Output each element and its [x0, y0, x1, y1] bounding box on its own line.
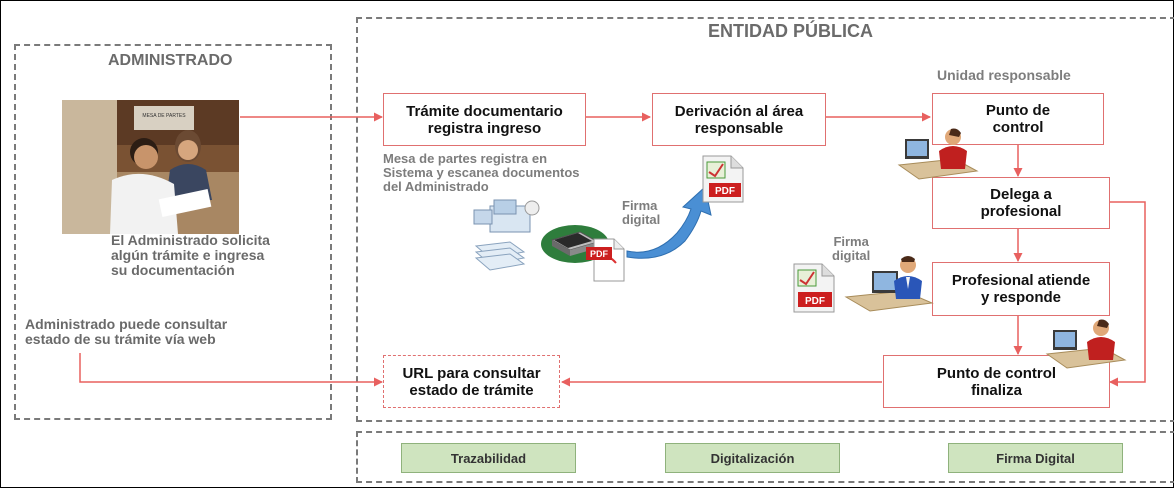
administrado-caption: El Administrado solicita algún trámite e…	[111, 233, 270, 278]
digitalizacion-pillar: Digitalización	[665, 443, 840, 473]
mesa-line-1: Mesa de partes registra en	[383, 151, 548, 166]
control-officer-icon	[895, 127, 979, 183]
arrow-admin-to-url	[79, 353, 383, 387]
pdf-signed-icon-1: PDF	[697, 154, 751, 204]
firma1-line-2: digital	[622, 212, 661, 227]
finaliza-line-2: finaliza	[971, 381, 1022, 399]
derivacion-line-2: responsable	[694, 119, 784, 137]
firma2-line-1: Firma	[833, 234, 869, 249]
entidad-section	[356, 17, 1174, 422]
firma-digital-label-2: Firma digital	[832, 235, 870, 263]
firma-digital-label-1: Firma digital	[622, 199, 660, 227]
administrado-section	[14, 44, 332, 420]
caption-line-2: algún trámite e ingresa	[111, 247, 265, 263]
url-line-2: estado de trámite	[409, 381, 534, 399]
pdf-document-icon: PDF	[584, 237, 630, 283]
derivacion-line-1: Derivación al área	[674, 102, 804, 120]
profesional-line-2: y responde	[980, 289, 1062, 306]
caption-line-3: su documentación	[111, 262, 235, 278]
photo-sign: MESA DE PARTES	[142, 113, 186, 119]
mesa-partes-note: Mesa de partes registra en Sistema y esc…	[383, 152, 580, 194]
mesa-line-3: del Administrado	[383, 179, 489, 194]
pdf-signed-icon-2: PDF	[788, 262, 842, 314]
tramite-line-1: Trámite documentario	[406, 102, 563, 120]
tramite-line-2: registra ingreso	[427, 119, 542, 137]
arrow-delega-to-finaliza	[1109, 201, 1146, 387]
pillars-section	[356, 431, 1174, 483]
web-note-line-1: Administrado puede consultar	[25, 316, 228, 332]
punto-line-1: Punto de	[985, 102, 1051, 119]
entidad-title: ENTIDAD PÚBLICA	[708, 21, 873, 41]
mesa-line-2: Sistema y escanea documentos	[383, 165, 580, 180]
firma2-line-2: digital	[832, 248, 871, 263]
pdf-label-3: PDF	[805, 296, 825, 307]
trazabilidad-pillar: Trazabilidad	[401, 443, 576, 473]
profesional-line-1: Profesional atiende	[951, 272, 1091, 289]
firma-digital-pillar: Firma Digital	[948, 443, 1123, 473]
web-note-line-2: estado de su trámite vía web	[25, 331, 216, 347]
firma1-line-1: Firma	[622, 198, 658, 213]
delega-line-1: Delega a	[990, 186, 1052, 203]
professional-officer-icon	[842, 253, 934, 315]
signature-arrow-icon	[625, 185, 715, 260]
unidad-responsable-label: Unidad responsable	[937, 67, 1071, 83]
pdf-label-1: PDF	[590, 249, 609, 259]
pdf-label-2: PDF	[715, 186, 735, 197]
punto-line-2: control	[992, 119, 1044, 136]
caption-line-1: El Administrado solicita	[111, 232, 270, 248]
final-control-officer-icon	[1045, 318, 1127, 374]
scanner-documents-icon	[470, 198, 560, 280]
reception-photo: MESA DE PARTES	[62, 100, 239, 234]
url-line-1: URL para consultar	[402, 364, 541, 382]
delega-line-2: profesional	[980, 203, 1062, 220]
administrado-title: ADMINISTRADO	[108, 52, 233, 69]
finaliza-line-1: Punto de control	[936, 364, 1057, 382]
web-query-note: Administrado puede consultar estado de s…	[25, 317, 227, 347]
